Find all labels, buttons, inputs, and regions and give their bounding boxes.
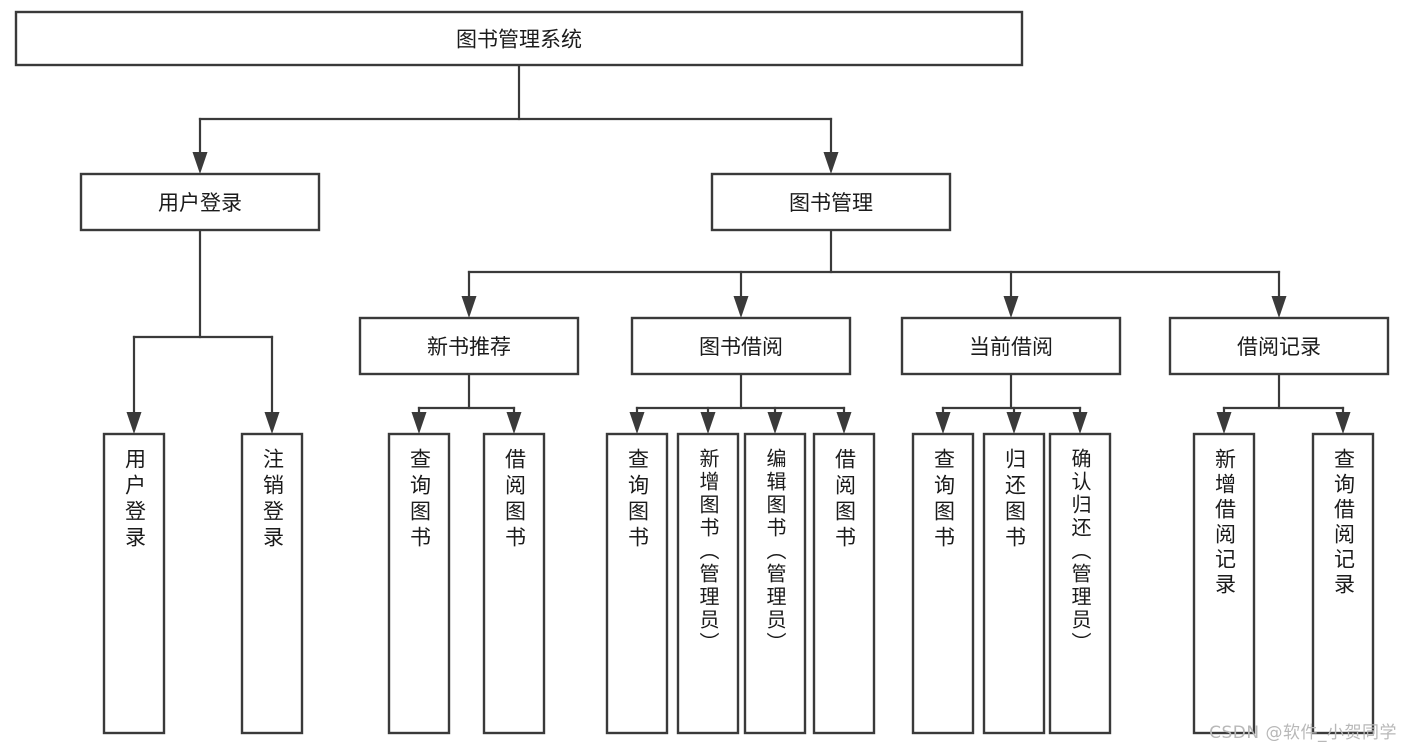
node-box-current-borrow[interactable]: [900, 316, 1122, 376]
node-label-current-borrow: 当前借阅: [969, 335, 1053, 359]
node-box-leaf-user-logout[interactable]: [240, 432, 304, 735]
node-label-book-borrow: 图书借阅: [699, 335, 783, 359]
arrow-head-icon: [1216, 412, 1232, 434]
arrow-head-icon: [836, 412, 852, 434]
node-label-root: 图书管理系统: [456, 28, 582, 52]
arrow-head-icon: [1271, 296, 1287, 318]
arrow-head-icon: [935, 412, 951, 434]
node-box-borrow-record[interactable]: [1168, 316, 1390, 376]
node-box-book-management[interactable]: [710, 172, 952, 232]
arrow-head-icon: [1003, 296, 1019, 318]
connectors-layer: [126, 63, 1351, 434]
node-box-leaf-return-book[interactable]: [982, 432, 1046, 735]
arrow-head-icon: [1072, 412, 1088, 434]
node-box-leaf-borrow-book-rec[interactable]: [482, 432, 546, 735]
node-box-leaf-user-login[interactable]: [102, 432, 166, 735]
node-box-user-login[interactable]: [79, 172, 321, 232]
node-box-leaf-confirm-return-admin[interactable]: [1048, 432, 1112, 735]
arrow-head-icon: [411, 412, 427, 434]
arrow-head-icon: [192, 152, 208, 174]
node-label-borrow-record: 借阅记录: [1237, 335, 1321, 359]
watermark: CSDN @软件_小贺同学: [1209, 723, 1397, 743]
node-label-user-login: 用户登录: [158, 191, 242, 215]
node-box-root[interactable]: [14, 10, 1024, 67]
node-box-leaf-borrow-book[interactable]: [812, 432, 876, 735]
arrow-head-icon: [1006, 412, 1022, 434]
arrow-head-icon: [126, 412, 142, 434]
arrow-head-icon: [506, 412, 522, 434]
node-label-new-book-recommend: 新书推荐: [427, 335, 511, 359]
node-box-leaf-add-book-admin[interactable]: [676, 432, 740, 735]
node-box-leaf-edit-book-admin[interactable]: [743, 432, 807, 735]
arrow-head-icon: [823, 152, 839, 174]
arrow-head-icon: [767, 412, 783, 434]
node-box-leaf-query-borrow-record[interactable]: [1311, 432, 1375, 735]
node-box-leaf-add-borrow-record[interactable]: [1192, 432, 1256, 735]
node-box-book-borrow[interactable]: [630, 316, 852, 376]
arrow-head-icon: [461, 296, 477, 318]
arrow-head-icon: [1335, 412, 1351, 434]
boxes-layer: [14, 10, 1390, 735]
node-box-leaf-query-book-rec[interactable]: [387, 432, 451, 735]
node-box-leaf-query-book-borrow[interactable]: [605, 432, 669, 735]
arrow-head-icon: [629, 412, 645, 434]
arrow-head-icon: [264, 412, 280, 434]
node-box-new-book-recommend[interactable]: [358, 316, 580, 376]
arrow-head-icon: [700, 412, 716, 434]
node-box-leaf-query-book-current[interactable]: [911, 432, 975, 735]
arrow-head-icon: [733, 296, 749, 318]
node-label-book-management: 图书管理: [789, 191, 873, 215]
